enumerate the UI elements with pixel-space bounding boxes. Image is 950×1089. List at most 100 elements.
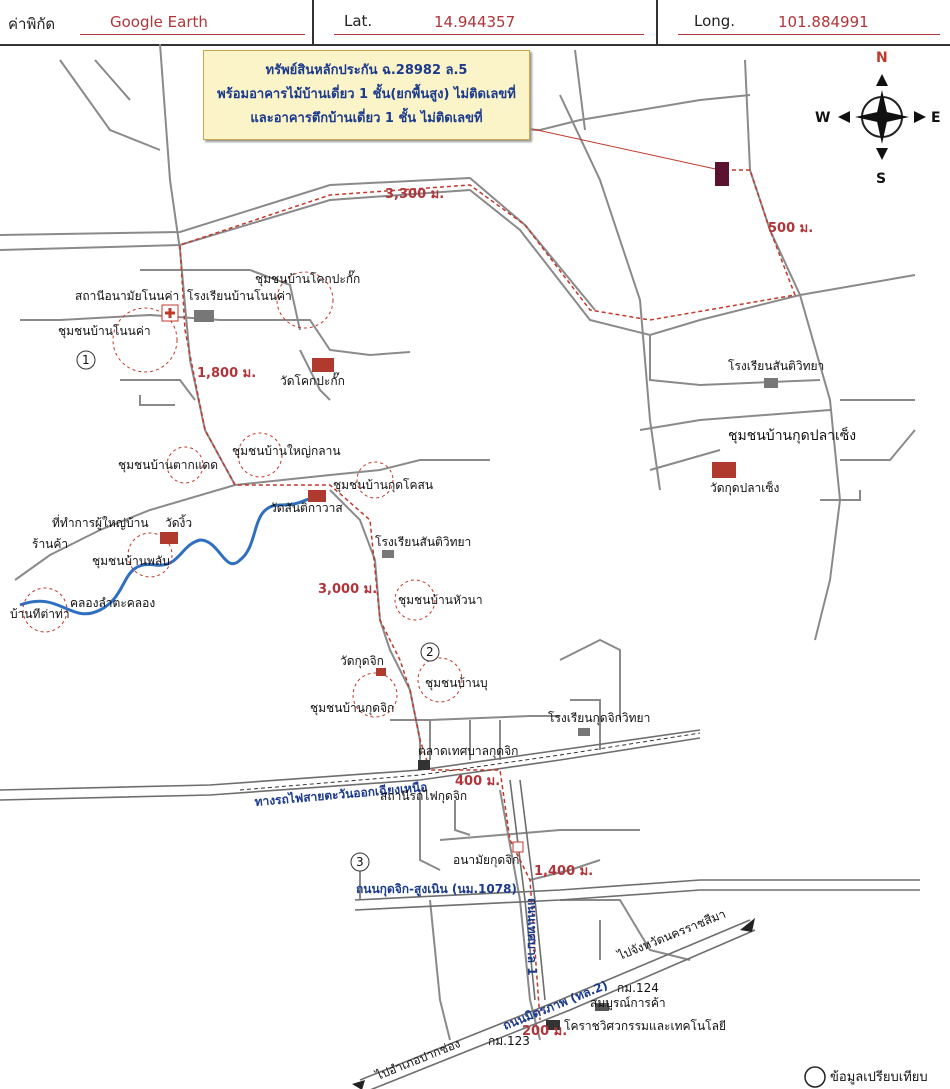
- railway-line: [239, 732, 701, 791]
- coordinate-header: ค่าพิกัด Google Earth Lat. 14.944357 Lon…: [0, 0, 950, 46]
- circle-kudkhosan: [356, 461, 394, 499]
- circle-yaiklan: [237, 432, 283, 478]
- legend-circle-icon: [804, 1066, 826, 1088]
- coord-label: ค่าพิกัด: [8, 15, 56, 33]
- label-ban-thita: บ้านทีต่าท่า: [10, 607, 70, 621]
- marker-2: 2: [426, 645, 434, 659]
- west-arrow-icon: [838, 111, 850, 123]
- source-value: Google Earth: [110, 13, 208, 31]
- arrow-to-korat-icon: [740, 918, 755, 932]
- label-school-santi1: โรงเรียนสันติวิทยา: [728, 359, 824, 373]
- long-value: 101.884991: [778, 13, 869, 31]
- label-road-thesaban: ถนนเทศบาล 1: [525, 898, 539, 976]
- distance-200: 200 ม.: [522, 1024, 567, 1039]
- label-comm-huana: ชุมชนบ้านหัวนา: [398, 593, 483, 608]
- marker-circle-3: [350, 852, 370, 872]
- lat-cell: Lat. 14.944357: [314, 0, 658, 44]
- label-korat-tech: โคราชวิศวกรรมและเทคโนโลยี: [564, 1019, 726, 1033]
- label-comm-phlap: ชุมชนบ้านพลับ: [92, 554, 170, 569]
- distance-400: 400 ม.: [455, 774, 500, 789]
- callout-line-3: และอาคารตึกบ้านเดี่ยว 1 ชั้น ไม่ติดเลขที…: [250, 111, 483, 126]
- marker-circle-1: [76, 350, 96, 370]
- label-comm-kudplaseng: ชุมชนบ้านกุดปลาเซ็ง: [728, 426, 856, 444]
- label-km123: กม.123: [488, 1034, 530, 1048]
- label-comm-takdaet: ชุมชนบ้านตากแดด: [118, 458, 218, 473]
- clinic-icon: [512, 841, 524, 853]
- label-comm-bu: ชุมชนบ้านบุ: [425, 676, 488, 691]
- label-comm-kudkhosan: ชุมชนบ้านกุดโคสน: [333, 478, 433, 493]
- location-map: 1 2 3 N S W E 3,300 ม. 500 ม. 1,800 ม. 3…: [0, 44, 941, 1089]
- label-km124: กม.124: [617, 981, 659, 995]
- river-lamtakong: [19, 497, 326, 616]
- marker-3: 3: [356, 855, 364, 869]
- marker-circle-2: [420, 642, 440, 662]
- school-icon-santi1: [764, 378, 778, 388]
- south-arrow-icon: [876, 148, 888, 160]
- route-path: [179, 169, 797, 1021]
- factory-icon-korat: [546, 1020, 560, 1030]
- lat-label: Lat.: [344, 12, 373, 30]
- long-label: Long.: [694, 12, 736, 30]
- temple-icon-santi: [308, 490, 326, 502]
- callout-line-1: ทรัพย์สินหลักประกัน ฉ.28982 ล.5: [265, 63, 468, 78]
- temple-icon-kudjik: [376, 668, 386, 676]
- compass-east: E: [931, 110, 941, 126]
- compass-south: S: [876, 171, 886, 187]
- label-school-nonka: โรงเรียนบ้านโนนค่า: [187, 289, 292, 303]
- circle-phlap: [127, 532, 173, 578]
- temple-icon-ngio: [160, 532, 178, 544]
- label-train-station: สถานีรถไฟกุดจิก: [380, 789, 467, 804]
- compass-ew-needle: [855, 111, 909, 123]
- label-road-kudjik: ถนนกุดจิก-สูงเนิน (นม.1078): [356, 882, 517, 897]
- circle-kudjik: [352, 672, 398, 718]
- compass-west: W: [815, 110, 830, 126]
- label-school-kudjik: โรงเรียนกุดจิกวิทยา: [548, 711, 650, 726]
- label-headman-office: ที่ทำการผู้ใหญ่บ้าน: [52, 514, 149, 531]
- distance-3000: 3,000 ม.: [318, 582, 377, 597]
- school-icon-kudjik: [578, 728, 590, 736]
- target-plot-marker: [715, 162, 729, 186]
- circle-takdaet: [166, 446, 204, 484]
- label-wat-kudplaseng: วัดกุดปลาเซ็ง: [710, 480, 779, 496]
- label-shop: ร้านค้า: [32, 537, 68, 551]
- temple-icon-kudplaseng: [712, 462, 736, 478]
- road-network: [0, 44, 916, 1041]
- label-wat-santi: วัดสันติกาวาส: [270, 501, 343, 515]
- label-health-station: สถานีอนามัยโนนค่า: [75, 289, 179, 303]
- label-health-kudjik: อนามัยกุดจิก: [453, 853, 519, 868]
- marker-1: 1: [82, 353, 90, 367]
- east-arrow-icon: [914, 111, 926, 123]
- circle-bu: [417, 657, 463, 703]
- market-icon: [418, 760, 430, 770]
- label-comm-nonka: ชุมชนบ้านโนนค่า: [58, 324, 151, 339]
- circle-huana: [394, 579, 436, 621]
- label-wat-ngio: วัดงิ้ว: [165, 514, 192, 530]
- distance-500: 500 ม.: [768, 221, 813, 236]
- label-sombun: สมบูรณ์การค้า: [590, 996, 666, 1011]
- temple-icon-khokpakak: [312, 358, 334, 372]
- property-callout: ทรัพย์สินหลักประกัน ฉ.28982 ล.5 พร้อมอาค…: [203, 50, 530, 140]
- source-cell: ค่าพิกัด Google Earth: [0, 0, 314, 44]
- source-underline: [80, 34, 305, 35]
- landmark-icons: [160, 304, 778, 1030]
- numbered-markers: [76, 350, 440, 872]
- label-comm-yaiklan: ชุมชนบ้านใหญ่กลาน: [232, 444, 341, 459]
- school-icon-nonka: [194, 310, 214, 322]
- label-comm-khokpakak: ชุมชนบ้านโคกปะกั๊ก: [255, 270, 360, 287]
- distance-3300: 3,300 ม.: [385, 187, 444, 202]
- hospital-cross-icon: [165, 308, 175, 318]
- label-comm-kudjik: ชุมชนบ้านกุดจิก: [310, 701, 394, 716]
- compass-rose: [838, 74, 926, 160]
- arrow-to-pakchong-icon: [352, 1080, 365, 1089]
- callout-pointer: [527, 127, 721, 171]
- community-circles: [22, 271, 463, 718]
- school-icon-santi2: [382, 550, 394, 558]
- main-roads: [0, 729, 920, 1089]
- north-arrow-icon: [876, 74, 888, 86]
- distance-1400: 1,400 ม.: [534, 864, 593, 879]
- legend-label: ข้อมูลเปรียบเทียบ: [830, 1070, 928, 1085]
- long-underline: [678, 34, 940, 35]
- lat-underline: [334, 34, 644, 35]
- label-canal: คลองลำตะคลอง: [70, 596, 155, 610]
- label-wat-kudjik: วัดกุดจิก: [340, 654, 384, 669]
